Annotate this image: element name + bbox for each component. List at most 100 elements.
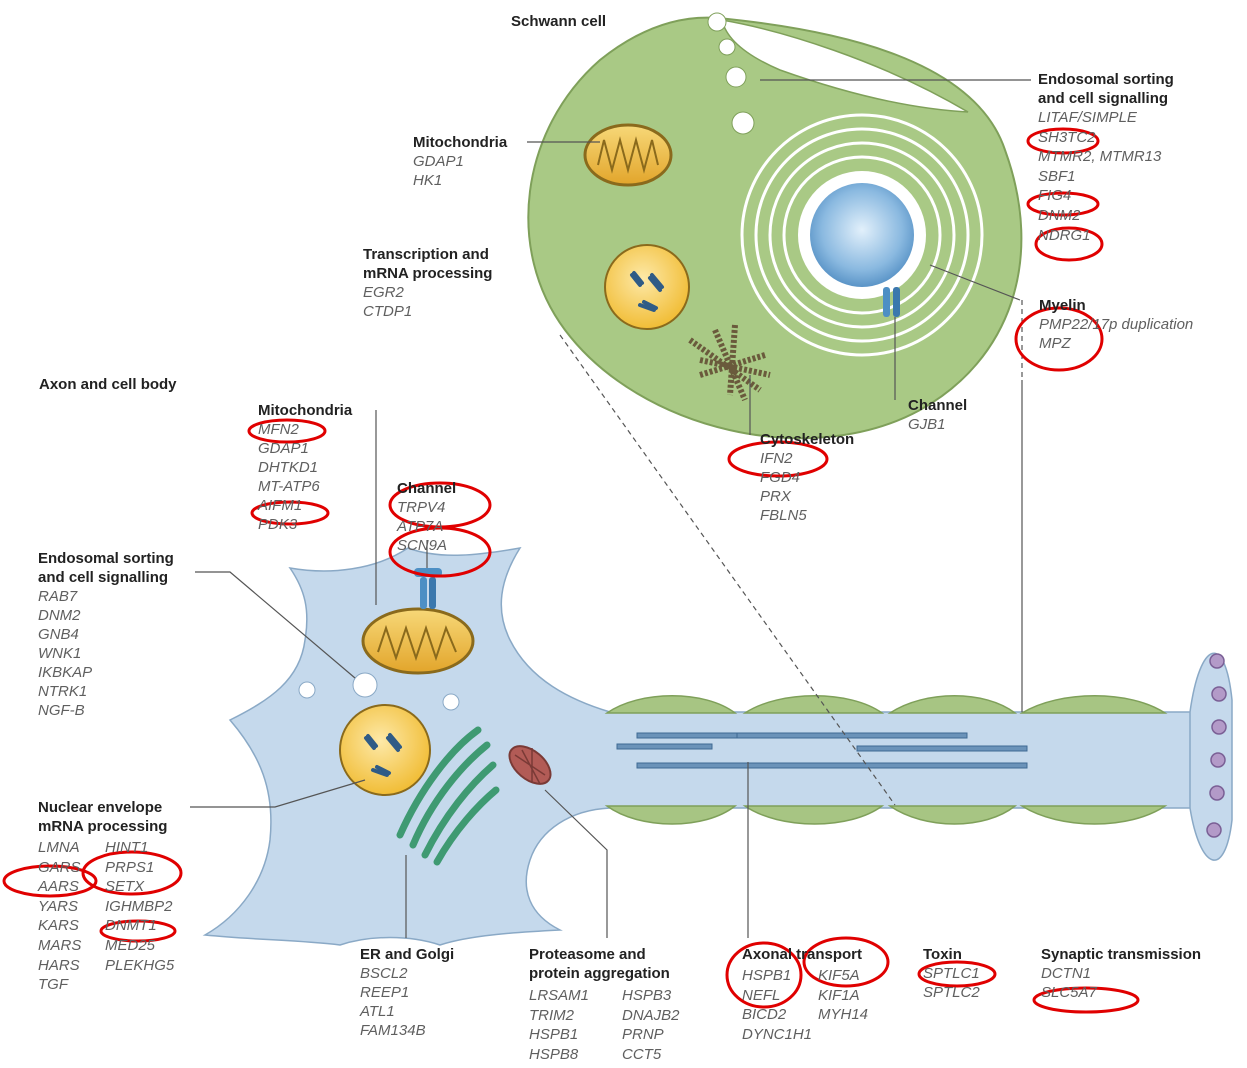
gene: FIG4	[1038, 187, 1072, 205]
axon-channel-heading: Channel	[397, 480, 457, 497]
axon-mitochondria-heading: Mitochondria	[258, 402, 353, 419]
schwann-cell-title-text: Schwann cell	[511, 13, 607, 30]
gene: IGHMBP2	[105, 897, 173, 915]
gene: MTMR2, MTMR13	[1038, 148, 1162, 166]
neuron	[202, 546, 1233, 946]
axon-proteasome-heading: protein aggregation	[529, 965, 670, 982]
gene: GDAP1	[258, 440, 309, 457]
gene: YARS	[38, 897, 79, 915]
schwann-myelin-label: Myelin PMP22/17p duplication MPZ	[1039, 296, 1193, 353]
axon-proteasome-heading: Proteasome and	[529, 946, 646, 963]
axon-terminal	[1189, 652, 1233, 861]
gene: SPTLC2	[923, 984, 980, 1001]
axon-nuclear-col1: LMNA GARS AARS YARS KARS MARS HARS TGF	[38, 838, 81, 995]
axon-nuclear-heading: mRNA processing	[38, 818, 168, 835]
highlight-ellipses	[2, 127, 1140, 1014]
gene: PRNP	[622, 1026, 664, 1044]
gene: MT-ATP6	[258, 478, 320, 495]
schwann-endosomal-heading: and cell signalling	[1038, 90, 1169, 107]
gene: SETX	[105, 878, 145, 896]
gene: SCN9A	[397, 537, 448, 554]
gene: RAB7	[38, 588, 78, 605]
gene: DCTN1	[1041, 965, 1092, 982]
gene: PRPS1	[105, 858, 155, 876]
neuron-channel	[414, 568, 442, 609]
axon-toxin-heading: Toxin	[923, 946, 962, 963]
neuron-nucleus	[339, 704, 431, 796]
schwann-channel-heading: Channel	[908, 397, 968, 414]
neuron-mitochondrion	[361, 607, 475, 675]
schwann-myelin-heading: Myelin	[1039, 297, 1086, 314]
axon-transport-col1: HSPB1 NEFL BICD2 DYNC1H1	[742, 966, 812, 1044]
gene: DNM2	[1038, 206, 1081, 224]
gene: PMP22/17p duplication	[1039, 316, 1194, 333]
gene: KIF1A	[818, 986, 860, 1004]
schwann-channel-label: Channel GJB1	[908, 396, 967, 434]
proteasome	[508, 745, 552, 785]
gene: WNK1	[38, 645, 82, 662]
schwann-transcription-label: Transcription and mRNA processing EGR2 C…	[363, 245, 492, 321]
axon-transport-heading: Axonal transport	[742, 946, 863, 963]
schwann-cytoskeleton-heading: Cytoskeleton	[760, 431, 855, 448]
axon-microtubules	[616, 732, 1028, 769]
axon-endosomal-label: Endosomal sorting and cell signalling RA…	[38, 549, 174, 720]
axon-mitochondria-label: Mitochondria MFN2 GDAP1 DHTKD1 MT-ATP6 A…	[258, 401, 352, 534]
gene: HINT1	[105, 839, 149, 856]
schwann-cytoskeleton-label: Cytoskeleton IFN2 FGD4 PRX FBLN5	[760, 430, 854, 525]
schwann-endosomal-heading: Endosomal sorting	[1038, 71, 1174, 88]
gene: GARS	[38, 858, 81, 876]
gene: GNB4	[38, 626, 79, 643]
gene: NGF-B	[38, 702, 85, 719]
axon-proteasome-col2: HSPB3 DNAJB2 PRNP CCT5	[622, 986, 680, 1064]
gene: HSPB8	[529, 1045, 579, 1063]
gene: FAM134B	[360, 1022, 426, 1039]
schwann-cell-body	[527, 16, 1023, 440]
gene: MFN2	[258, 421, 299, 438]
axon-toxin-label: Toxin SPTLC1 SPTLC2	[923, 945, 980, 1002]
axon-endosomal-heading: and cell signalling	[38, 569, 169, 586]
schwann-notch	[721, 19, 969, 113]
gene: PLEKHG5	[105, 956, 175, 974]
gene: TGF	[38, 976, 68, 994]
gene: CTDP1	[363, 303, 413, 320]
gene: FBLN5	[760, 507, 807, 524]
gene: LITAF/SIMPLE	[1038, 109, 1137, 126]
gene: MPZ	[1039, 335, 1071, 352]
schwann-channel	[883, 287, 900, 317]
schwann-endosomal-label: Endosomal sorting and cell signalling LI…	[1038, 70, 1174, 245]
gene: NDRG1	[1038, 226, 1091, 244]
axon-nuclear-heading: Nuclear envelope	[38, 799, 163, 816]
gene: AIFM1	[258, 497, 303, 514]
schwann-axon	[810, 183, 914, 287]
axon-cell-body-title-text: Axon and cell body	[39, 376, 177, 393]
gene: HSPB3	[622, 987, 672, 1004]
gene: BICD2	[742, 1006, 787, 1024]
schwann-cell-title: Schwann cell	[511, 12, 606, 31]
synaptic-vesicles	[1206, 653, 1227, 838]
gene: MED25	[105, 936, 156, 954]
gene: GDAP1	[413, 153, 464, 170]
gene: SBF1	[1038, 167, 1076, 185]
gene: CCT5	[622, 1045, 662, 1063]
gene: FGD4	[760, 469, 801, 486]
schwann-transcription-heading: mRNA processing	[363, 265, 493, 282]
gene: SPTLC1	[923, 965, 980, 982]
axon-synaptic-label: Synaptic transmission DCTN1 SLC5A7	[1041, 945, 1201, 1002]
gene: REEP1	[360, 984, 410, 1001]
leader-lines	[190, 79, 1031, 938]
gene: HARS	[38, 956, 80, 974]
gene: NEFL	[742, 986, 781, 1004]
axon-channel-label: Channel TRPV4 ATP7A SCN9A	[397, 479, 456, 555]
gene: SLC5A7	[1041, 984, 1097, 1001]
gene: TRPV4	[397, 499, 446, 516]
axon-synaptic-heading: Synaptic transmission	[1041, 946, 1202, 963]
er-golgi	[396, 726, 500, 866]
gene: NTRK1	[38, 683, 88, 700]
gene: IFN2	[760, 450, 793, 467]
axon-transport-col2: KIF5A KIF1A MYH14	[818, 966, 868, 1025]
schwann-transcription-heading: Transcription and	[363, 246, 489, 263]
schwann-mitochondria-label: Mitochondria GDAP1 HK1	[413, 133, 507, 190]
gene: DHTKD1	[258, 459, 319, 476]
zoom-dashed-lines	[559, 300, 1023, 806]
gene: KARS	[38, 917, 79, 935]
